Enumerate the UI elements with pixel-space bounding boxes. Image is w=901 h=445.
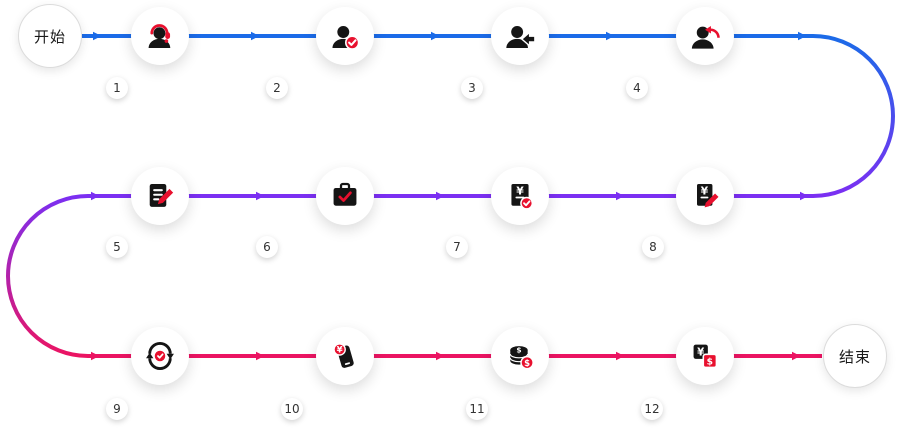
- left-curve: [6, 194, 90, 358]
- coins-funds-icon: $ $: [509, 346, 534, 370]
- step-node-9: [131, 327, 189, 385]
- currency-exchange-icon: ¥ $: [693, 344, 718, 369]
- step-number-badge-3: 3: [461, 77, 483, 99]
- step-number-badge-4: 4: [626, 77, 648, 99]
- start-node: 开始: [18, 4, 82, 68]
- step-node-11: $ $: [491, 327, 549, 385]
- step-number-badge-12: 12: [641, 398, 663, 420]
- briefcase-check-icon: [333, 182, 357, 206]
- payment-bill-approved-icon: ¥: [511, 184, 534, 210]
- step-node-12: ¥ $: [676, 327, 734, 385]
- customer-service-headset-icon: [148, 24, 171, 48]
- yuan-glyph: ¥: [701, 184, 709, 197]
- end-node: 结束: [823, 324, 887, 388]
- user-arrow-in-icon: [506, 26, 536, 48]
- step-number-badge-8: 8: [642, 236, 664, 258]
- step-node-6: [316, 167, 374, 225]
- step-node-7: ¥: [491, 167, 549, 225]
- dollar-glyph: $: [524, 359, 530, 369]
- right-curve: [811, 34, 895, 198]
- step-node-5: [131, 167, 189, 225]
- yuan-glyph: ¥: [337, 346, 343, 356]
- step-number-badge-11: 11: [466, 398, 488, 420]
- step-node-3: [491, 7, 549, 65]
- step-node-4: [676, 7, 734, 65]
- step-number-badge-9: 9: [106, 398, 128, 420]
- row1-arrowheads: [93, 31, 807, 41]
- user-return-arrow-icon: [691, 25, 720, 49]
- step-node-8: ¥: [676, 167, 734, 225]
- row2-arrowheads: [91, 191, 809, 201]
- sync-process-icon: [146, 342, 174, 370]
- step-node-10: ¥: [316, 327, 374, 385]
- mobile-payment-icon: ¥: [333, 343, 354, 368]
- yuan-glyph: ¥: [697, 347, 705, 359]
- document-edit-icon: [149, 184, 174, 207]
- step-number-badge-7: 7: [446, 236, 468, 258]
- dollar-glyph: $: [516, 346, 521, 355]
- step-number-badge-6: 6: [256, 236, 278, 258]
- dollar-glyph: $: [707, 357, 713, 367]
- user-approved-icon: [332, 26, 360, 50]
- step-node-2: [316, 7, 374, 65]
- step-number-badge-2: 2: [266, 77, 288, 99]
- payment-bill-edit-icon: ¥: [697, 184, 719, 208]
- yuan-glyph: ¥: [516, 184, 524, 197]
- step-number-badge-5: 5: [106, 236, 128, 258]
- row3-arrowheads: [91, 351, 801, 361]
- step-number-badge-10: 10: [281, 398, 303, 420]
- step-node-1: [131, 7, 189, 65]
- step-number-badge-1: 1: [106, 77, 128, 99]
